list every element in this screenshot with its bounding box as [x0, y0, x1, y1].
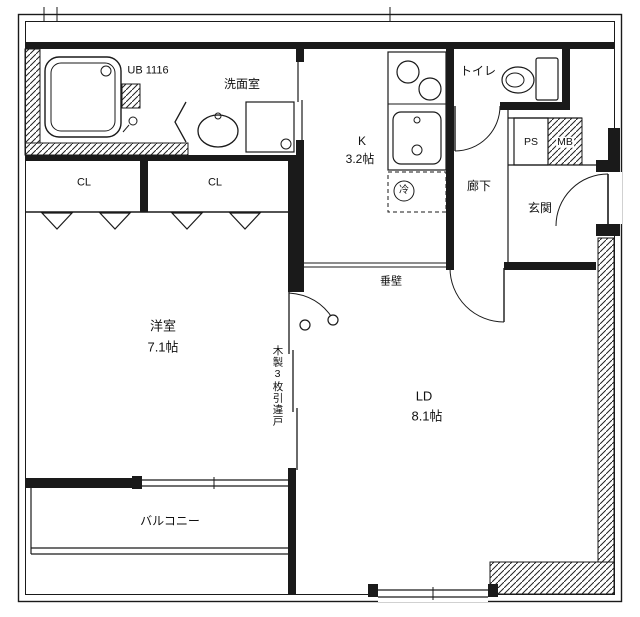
toilet-door: [454, 105, 501, 152]
closet-top-wall: [25, 155, 304, 161]
bathtub-icon: [44, 56, 138, 138]
western-room-size-label: 7.1帖: [147, 339, 179, 355]
washroom-kitchen-wall-upper: [296, 42, 304, 62]
ld-door: [449, 267, 505, 323]
bottom-wall-hatch: [489, 561, 615, 595]
washbasin-icon: [197, 112, 239, 148]
right-wall-hatch: [597, 237, 615, 563]
toilet-label: トイレ: [459, 64, 497, 78]
hanging-wall-label: 垂壁: [380, 275, 402, 288]
bath-counter-hatch: [121, 83, 141, 109]
ld-window-jamb-left: [368, 584, 378, 597]
kitchen-counter-icon: [387, 51, 447, 213]
stove-burner-icon: [396, 60, 420, 84]
entrance-bottom-wall: [504, 262, 596, 270]
entrance-door-jamb-bottom: [596, 224, 620, 236]
toilet-bottom-wall: [500, 102, 570, 110]
hallway-label: 廊下: [466, 179, 492, 193]
fixtures: [44, 51, 559, 213]
windows: [30, 477, 488, 600]
entrance-door: [555, 173, 609, 227]
entrance-label: 玄関: [527, 201, 553, 215]
kitchen-sink-icon: [392, 111, 442, 165]
center-wall-lower: [288, 468, 296, 594]
western-room-bottom-wall: [25, 478, 140, 488]
wall-openings: [378, 172, 622, 602]
refrigerator-label: 冷: [399, 185, 409, 196]
meter-box-vent: [608, 128, 620, 164]
bath-wall-hatch-left: [24, 48, 41, 144]
kitchen-size-label: 3.2帖: [345, 152, 375, 166]
walls: [25, 42, 620, 597]
bath-wall-hatch-bottom: [24, 142, 189, 156]
meter-box-label: MB: [556, 135, 574, 148]
western-room-label: 洋室: [149, 318, 177, 334]
closet-door-marks: [40, 212, 262, 230]
living-dining-label: LD: [415, 388, 433, 404]
washer-pan-icon: [245, 101, 295, 153]
pipe-space-box: [513, 117, 549, 166]
closet-right-label: CL: [207, 176, 223, 189]
toilet-icon: [501, 57, 559, 101]
center-wall-upper: [288, 155, 304, 292]
ld-window-jamb-right: [488, 584, 498, 597]
kitchen-label: K: [357, 134, 367, 148]
door-swings: [288, 105, 609, 331]
partitions: [25, 62, 596, 470]
toilet-right-wall: [562, 42, 570, 110]
pipe-space-label: PS: [523, 135, 539, 148]
balcony-label: バルコニー: [140, 514, 200, 528]
closet-divider-wall: [140, 161, 148, 212]
closet-left-label: CL: [76, 176, 92, 189]
sliding-door-label: 木製3枚引違戸: [271, 345, 284, 427]
bath-folding-door: [174, 101, 187, 143]
top-wall: [25, 42, 615, 49]
unit-bath-label: UB 1116: [127, 64, 169, 77]
hanging-wall-arc-mark: [288, 292, 339, 331]
refrigerator-space: [387, 171, 447, 213]
living-dining-size-label: 8.1帖: [411, 408, 443, 424]
washroom-label: 洗面室: [223, 77, 261, 91]
hatched-walls: [24, 48, 615, 595]
kitchen-hall-wall: [446, 42, 454, 270]
window-jamb-left: [132, 476, 142, 489]
